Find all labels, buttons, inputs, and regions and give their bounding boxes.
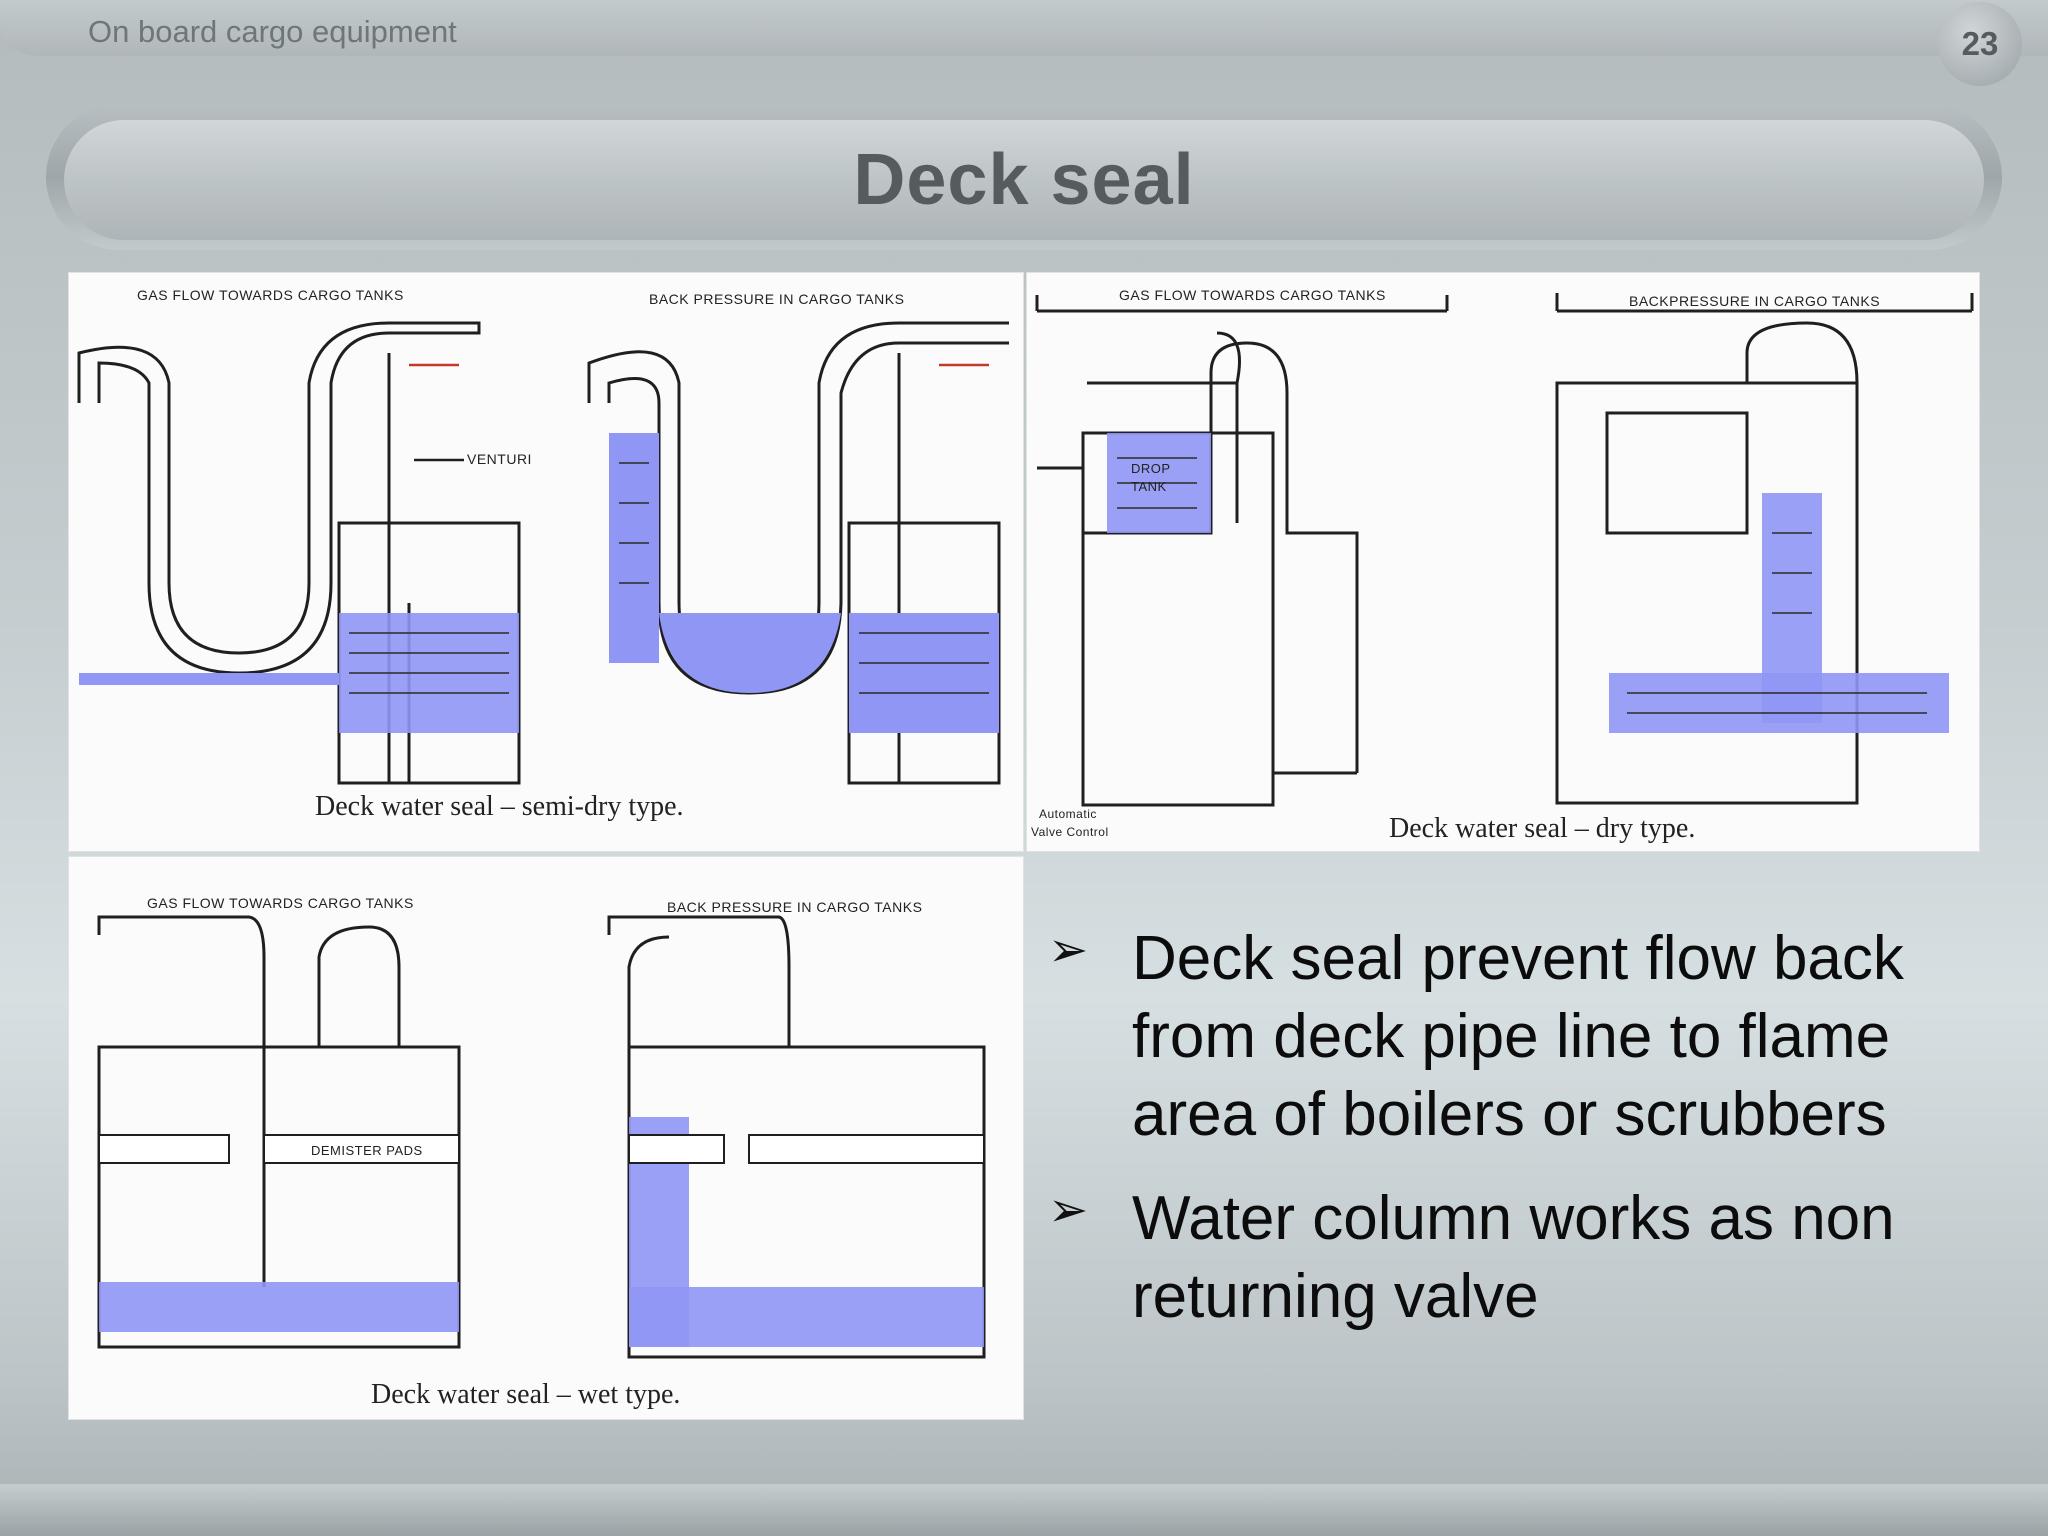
arrow-bullet-icon: ➢ <box>1048 924 1089 977</box>
dry-label-right: BACKPRESSURE IN CARGO TANKS <box>1629 293 1881 309</box>
bullet-text: Water column works as non returning valv… <box>1132 1184 1895 1331</box>
figure-wet: GAS FLOW TOWARDS CARGO TANKS BACK PRESSU… <box>68 856 1024 1420</box>
wet-caption: Deck water seal – wet type. <box>371 1379 681 1410</box>
dry-label-tank: TANK <box>1131 479 1167 494</box>
title-container: Deck seal <box>64 120 1984 240</box>
dry-label-left: GAS FLOW TOWARDS CARGO TANKS <box>1119 287 1386 303</box>
wet-label-left: GAS FLOW TOWARDS CARGO TANKS <box>147 895 414 911</box>
dry-diagram <box>1035 293 1974 807</box>
wet-diagram <box>97 915 986 1359</box>
semi-dry-caption: Deck water seal – semi-dry type. <box>315 791 684 822</box>
dry-caption: Deck water seal – dry type. <box>1389 813 1696 844</box>
dry-label-valve-control: Valve Control <box>1031 825 1109 839</box>
bullet-list: ➢ Deck seal prevent flow back from deck … <box>1048 920 2008 1362</box>
wet-label-right: BACK PRESSURE IN CARGO TANKS <box>667 899 923 915</box>
semi-dry-label-right: BACK PRESSURE IN CARGO TANKS <box>649 291 905 307</box>
dry-label-automatic: Automatic <box>1039 807 1097 821</box>
figure-semi-dry: GAS FLOW TOWARDS CARGO TANKS BACK PRESSU… <box>68 272 1024 852</box>
figure-dry: GAS FLOW TOWARDS CARGO TANKS BACKPRESSUR… <box>1026 272 1980 852</box>
header-label: On board cargo equipment <box>88 14 457 49</box>
bullet-item: ➢ Water column works as non returning va… <box>1048 1180 2008 1336</box>
bullet-item: ➢ Deck seal prevent flow back from deck … <box>1048 920 2008 1154</box>
arrow-bullet-icon: ➢ <box>1048 1184 1089 1237</box>
semi-dry-label-left: GAS FLOW TOWARDS CARGO TANKS <box>137 287 404 303</box>
header-bar <box>0 0 2048 56</box>
footer-bar <box>0 1484 2048 1536</box>
slide-title: Deck seal <box>853 140 1195 220</box>
semi-dry-label-venturi: VENTURI <box>467 451 532 467</box>
dry-label-drop: DROP <box>1131 461 1171 476</box>
bullet-text: Deck seal prevent flow back from deck pi… <box>1132 924 1904 1149</box>
page-number: 23 <box>1938 2 2022 86</box>
semi-dry-diagram <box>77 321 1009 785</box>
wet-label-demister: DEMISTER PADS <box>311 1143 423 1158</box>
